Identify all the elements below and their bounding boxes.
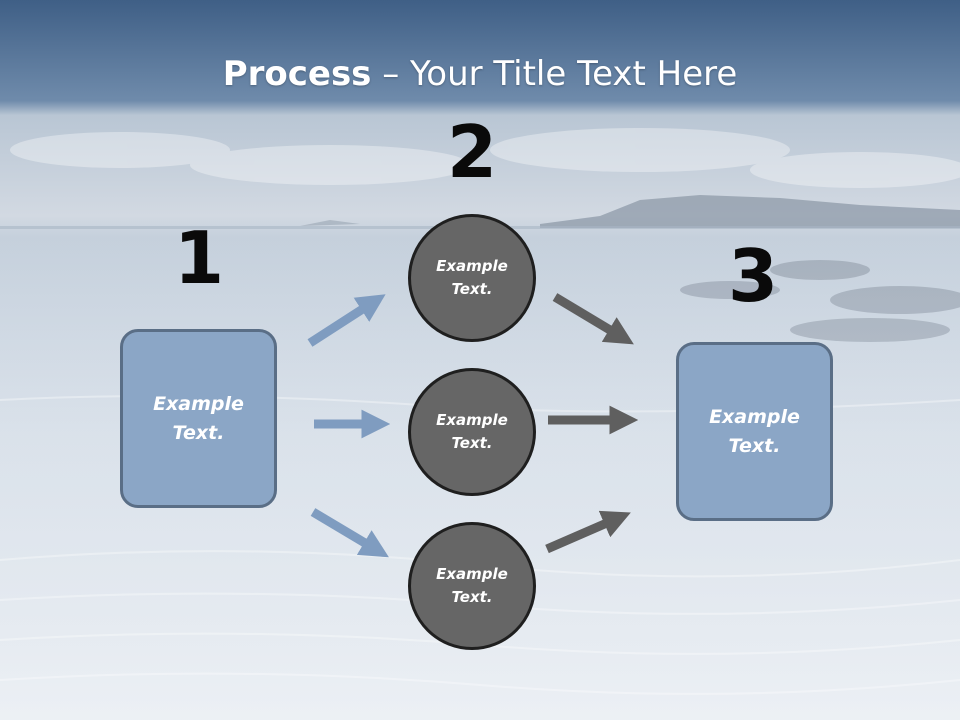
slide-title: Process – Your Title Text Here — [0, 52, 960, 96]
left-step-box: Example Text. — [120, 329, 277, 508]
left-step-text: Example Text. — [153, 392, 244, 444]
right-step-text: Example Text. — [709, 405, 800, 457]
circle-top-text: Example Text. — [436, 257, 508, 298]
cloud-shapes — [10, 128, 960, 188]
step-number-1: 1 — [173, 216, 225, 300]
circle-bottom: Example Text. — [408, 522, 536, 650]
circle-top: Example Text. — [408, 214, 536, 342]
step-number-2: 2 — [446, 110, 498, 194]
step-number-3: 3 — [727, 234, 779, 318]
arrow-bottom-to-right — [545, 510, 631, 554]
arrow-top-to-right — [552, 293, 634, 345]
arrow-left-to-bottom — [310, 508, 389, 558]
circle-middle: Example Text. — [408, 368, 536, 496]
title-bold: Process — [222, 54, 372, 94]
right-step-box: Example Text. — [676, 342, 833, 521]
circle-middle-text: Example Text. — [436, 411, 508, 452]
distant-hills — [540, 195, 960, 228]
arrow-left-to-top — [307, 294, 386, 347]
circle-bottom-text: Example Text. — [436, 565, 508, 606]
title-rest: – Your Title Text Here — [371, 54, 738, 94]
